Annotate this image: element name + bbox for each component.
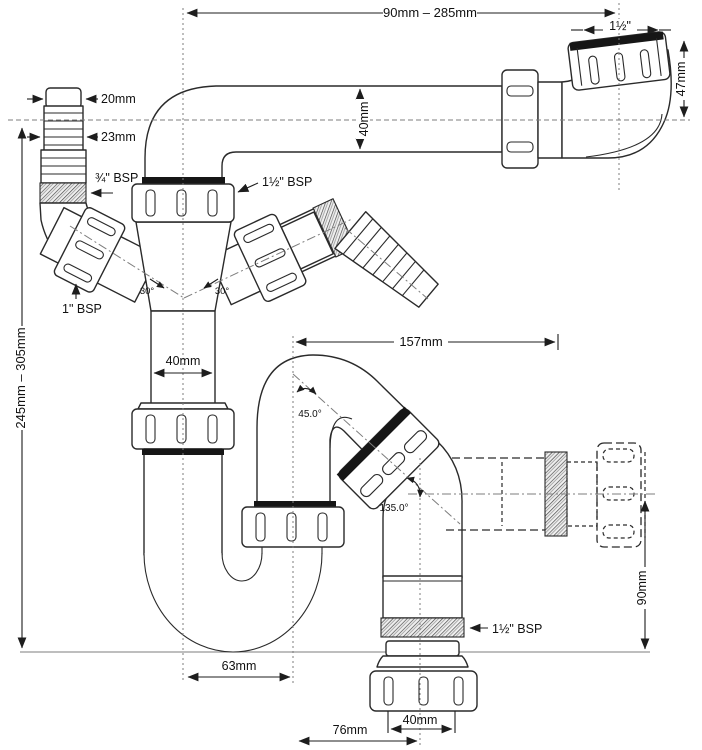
dim-90-label: 90mm: [635, 571, 649, 606]
ghost-swivel-nut: [596, 442, 642, 548]
outlet-thread-band: [380, 617, 465, 638]
outlet-bottom-nut: [369, 670, 478, 712]
angle-45-label: 45.0°: [298, 409, 321, 420]
outlet-pipe: [382, 575, 463, 619]
dim-top-nut-label: 1½": [609, 19, 631, 33]
label-bsp-34-text: ¾" BSP: [95, 171, 138, 185]
bsp-thread-band: [39, 182, 87, 204]
outlet-flange: [376, 640, 469, 668]
label-bsp-1-text: 1" BSP: [62, 302, 102, 316]
y-junction-body: [135, 221, 232, 312]
socket-seam: [142, 177, 225, 184]
dim-20-label: 20mm: [101, 92, 136, 106]
label-bsp-112-inlet-text: 1½" BSP: [262, 175, 312, 189]
dim-40-bottom-label: 40mm: [403, 713, 438, 727]
dim-40-horizontal-label: 40mm: [357, 102, 371, 137]
dim-63-label: 63mm: [222, 659, 257, 673]
angle-30-left-label: 30°: [140, 286, 155, 297]
alternative-outlet-ghost: [446, 442, 646, 548]
ribbed-hose-tail: [334, 211, 439, 308]
dim-top-span: 90mm – 285mm: [186, 5, 616, 20]
swivel-nut-45: [336, 406, 440, 510]
label-bsp-1: 1" BSP: [62, 283, 102, 316]
dim-23-label: 23mm: [101, 130, 136, 144]
dim-76: 76mm: [298, 723, 418, 746]
angle-135-label: 135.0°: [379, 503, 408, 514]
trap-inlet-socket: [143, 448, 223, 556]
dim-40-bottom: 40mm: [387, 711, 456, 734]
dim-top-span-label: 90mm – 285mm: [383, 5, 477, 20]
label-bsp-112-outlet-text: 1½" BSP: [492, 622, 542, 636]
dim-63: 63mm: [187, 659, 291, 682]
dim-40-mid: 40mm: [153, 354, 213, 378]
angle-30-left: 30°: [140, 278, 165, 297]
dim-47-label: 47mm: [674, 62, 688, 97]
angle-45: 45.0°: [296, 384, 322, 420]
dim-40-mid-label: 40mm: [166, 354, 201, 368]
branch-right: [208, 197, 357, 306]
dim-76-label: 76mm: [333, 723, 368, 737]
angle-30-right: 30°: [203, 278, 230, 297]
dim-47: 47mm: [674, 40, 689, 118]
dim-23: 23mm: [27, 130, 136, 144]
dim-top-nut: 1½": [571, 19, 671, 35]
swivel-nut-top: [567, 31, 671, 91]
u-bend: [143, 547, 323, 653]
label-bsp-112-inlet: 1½" BSP: [237, 175, 312, 193]
dim-157-label: 157mm: [399, 334, 442, 349]
angle-30-right-label: 30°: [215, 286, 230, 297]
dim-height-range-label: 245mm – 305mm: [13, 327, 28, 428]
label-bsp-112-outlet: 1½" BSP: [469, 622, 542, 636]
label-bsp-34: ¾" BSP: [90, 171, 138, 198]
horizontal-outlet-pipe: [142, 85, 503, 184]
dim-90: 90mm: [635, 500, 650, 650]
compression-nut-horizontal: [501, 69, 539, 169]
angle-135: 135.0°: [379, 476, 424, 514]
dim-40-horizontal: 40mm: [355, 88, 371, 150]
dim-20: 20mm: [27, 92, 136, 106]
dim-157: 157mm: [295, 334, 559, 350]
dim-height-range: 245mm – 305mm: [13, 127, 28, 649]
pipe-stub: [537, 81, 563, 159]
